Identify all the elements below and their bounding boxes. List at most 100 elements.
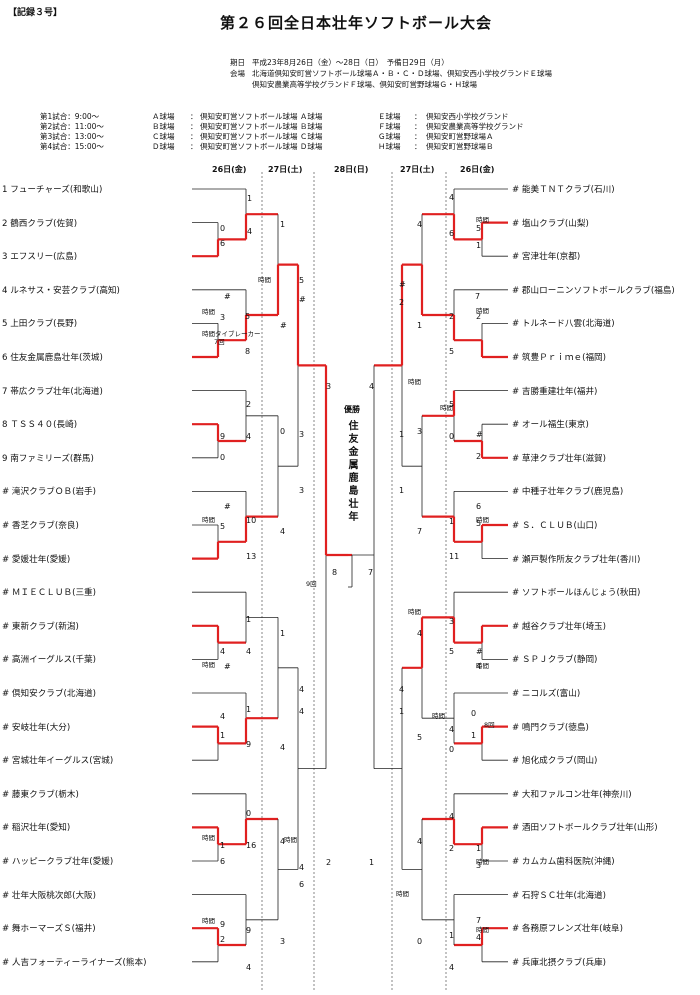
- field-name: 倶知安町営ソフトボール球場 Ｂ球場: [200, 122, 323, 131]
- team-name-left: 9 南ファミリーズ(群馬): [2, 453, 94, 464]
- score-left: 4: [220, 647, 226, 656]
- score-right: 1: [417, 321, 423, 330]
- field-colon: ：: [414, 142, 422, 151]
- score-right: 1: [471, 731, 477, 740]
- team-name-right: # 筑豊Ｐｒｉｍｅ(福岡): [512, 353, 606, 363]
- score-right: 5: [449, 400, 455, 409]
- team-name-left: # 舞ホーマーズＳ(福井): [2, 924, 96, 935]
- note-time: 時間: [476, 516, 489, 524]
- team-name-right: # 兵庫北摂クラブ(兵庫): [512, 957, 606, 968]
- score-left: 1: [280, 629, 286, 638]
- team-name-left: # 東新クラブ(新潟): [2, 621, 79, 632]
- team-name-right: # カムカム歯科医院(沖縄): [512, 857, 615, 867]
- score-right: 4: [449, 725, 455, 734]
- score-right: 3: [417, 427, 423, 436]
- match-time: 第3試合：13:00～: [40, 132, 104, 141]
- score-left: 4: [299, 863, 305, 872]
- score-left: #: [224, 502, 231, 511]
- score-left: 8: [245, 347, 251, 356]
- field-colon: ：: [190, 142, 198, 151]
- score-right: 4: [399, 685, 405, 694]
- score-right: 1: [476, 241, 482, 250]
- score-right: 3: [476, 861, 482, 870]
- score-right: 0: [449, 745, 455, 754]
- team-name-right: # 越谷クラブ壮年(埼玉): [512, 621, 606, 632]
- venue-text-2: 倶知安農業高等学校グランドＦ球場、倶知安町営野球場Ｇ・Ｈ球場: [252, 80, 477, 89]
- score-right: 1: [399, 430, 405, 439]
- team-name-right: # 旭化成クラブ(岡山): [512, 756, 598, 767]
- score-right: 4: [369, 382, 375, 391]
- team-name-right: # 郡山ローニンソフトボールクラブ(福島): [512, 285, 675, 296]
- team-name-right: # ソフトボールほんじょう(秋田): [512, 588, 641, 599]
- score-right: 0: [449, 432, 455, 441]
- score-right: 2: [449, 844, 455, 853]
- score-left: 4: [246, 963, 252, 972]
- champion-label: 優勝: [344, 405, 360, 414]
- score-left: 16: [246, 841, 257, 850]
- score-right: 5: [476, 519, 482, 528]
- team-name-left: 6 住友金属鹿島壮年(茨城): [2, 353, 103, 363]
- note-time: 時間: [408, 608, 421, 616]
- score-left: 4: [280, 527, 286, 536]
- score-left: 1: [280, 220, 286, 229]
- field-code: Ｄ球場: [152, 142, 175, 151]
- field-colon: ：: [414, 132, 422, 141]
- match-time: 第2試合：11:00～: [40, 122, 104, 131]
- team-name-left: # 宮城壮年イーグルス(宮城): [2, 756, 114, 767]
- note-inning: 8回: [484, 721, 495, 729]
- field-code: Ｇ球場: [378, 132, 401, 141]
- team-name-left: # 滝沢クラブＯＢ(岩手): [2, 487, 96, 498]
- team-name-left: 5 上田クラブ(長野): [2, 319, 78, 330]
- team-name-right: # 吉勝重建壮年(福井): [512, 386, 598, 397]
- score-left: 9: [246, 740, 252, 749]
- score-right: 4: [476, 933, 482, 942]
- score-left: 6: [220, 857, 226, 866]
- score-right: 4: [449, 193, 455, 202]
- field-code: Ａ球場: [152, 112, 175, 121]
- score-right: 5: [449, 347, 455, 356]
- team-name-left: # 壮年大阪桃次郎(大阪): [2, 890, 96, 901]
- note-time: 時間: [202, 308, 215, 316]
- score-right: 4: [449, 963, 455, 972]
- field-colon: ：: [190, 122, 198, 131]
- field-name: 倶知安町営野球場Ａ: [426, 132, 494, 141]
- score-right: #: [399, 280, 406, 289]
- team-name-left: 4 ルネサス・安芸クラブ(高知): [2, 285, 120, 296]
- field-code: Ｈ球場: [378, 142, 401, 151]
- score-left: 1: [246, 615, 252, 624]
- score-right: 1: [369, 858, 375, 867]
- team-name-right: # 酒田ソフトボールクラブ壮年(山形): [512, 823, 658, 834]
- field-name: 倶知安西小学校グランド: [426, 112, 509, 121]
- team-name-left: 1 フューチャーズ(和歌山): [2, 185, 103, 195]
- score-left: 2: [246, 400, 252, 409]
- note-time: 時間: [202, 917, 215, 925]
- score-right: 5: [476, 224, 482, 233]
- team-name-right: # オール福生(東京): [512, 420, 589, 431]
- score-right: 2: [399, 298, 405, 307]
- team-name-right: # 草津クラブ壮年(滋賀): [512, 453, 606, 464]
- score-right: 1: [449, 517, 455, 526]
- score-left: 3: [220, 313, 226, 322]
- note-time: 時間: [202, 661, 215, 669]
- score-right: 2: [476, 312, 482, 321]
- score-right: #: [476, 647, 483, 656]
- day-header-26-left: 26日(金): [212, 165, 247, 174]
- field-colon: ：: [414, 112, 422, 121]
- field-name: 倶知安町営野球場Ｂ: [426, 142, 494, 151]
- score-left: 9: [246, 926, 252, 935]
- score-left: 5: [245, 312, 251, 321]
- note-time: 時間: [476, 926, 489, 934]
- team-name-right: # 石狩ＳＣ壮年(北海道): [512, 890, 606, 901]
- team-name-left: # 倶知安クラブ(北海道): [2, 689, 96, 699]
- team-name-left: # ハッピークラブ壮年(愛媛): [2, 857, 114, 867]
- period-text: 平成23年8月26日（金）～28日（日） 予備日29日（月）: [252, 58, 449, 67]
- score-right: #: [476, 430, 483, 439]
- score-left: 2: [220, 935, 226, 944]
- note-time: 時間: [432, 712, 445, 720]
- score-left: 4: [280, 743, 286, 752]
- page-title: 第２６回全日本壮年ソフトボール大会: [220, 14, 493, 32]
- note-time: 時間: [396, 890, 409, 898]
- note-inning: 7回: [214, 338, 225, 346]
- score-left: 3: [326, 382, 332, 391]
- score-left: 6: [220, 239, 226, 248]
